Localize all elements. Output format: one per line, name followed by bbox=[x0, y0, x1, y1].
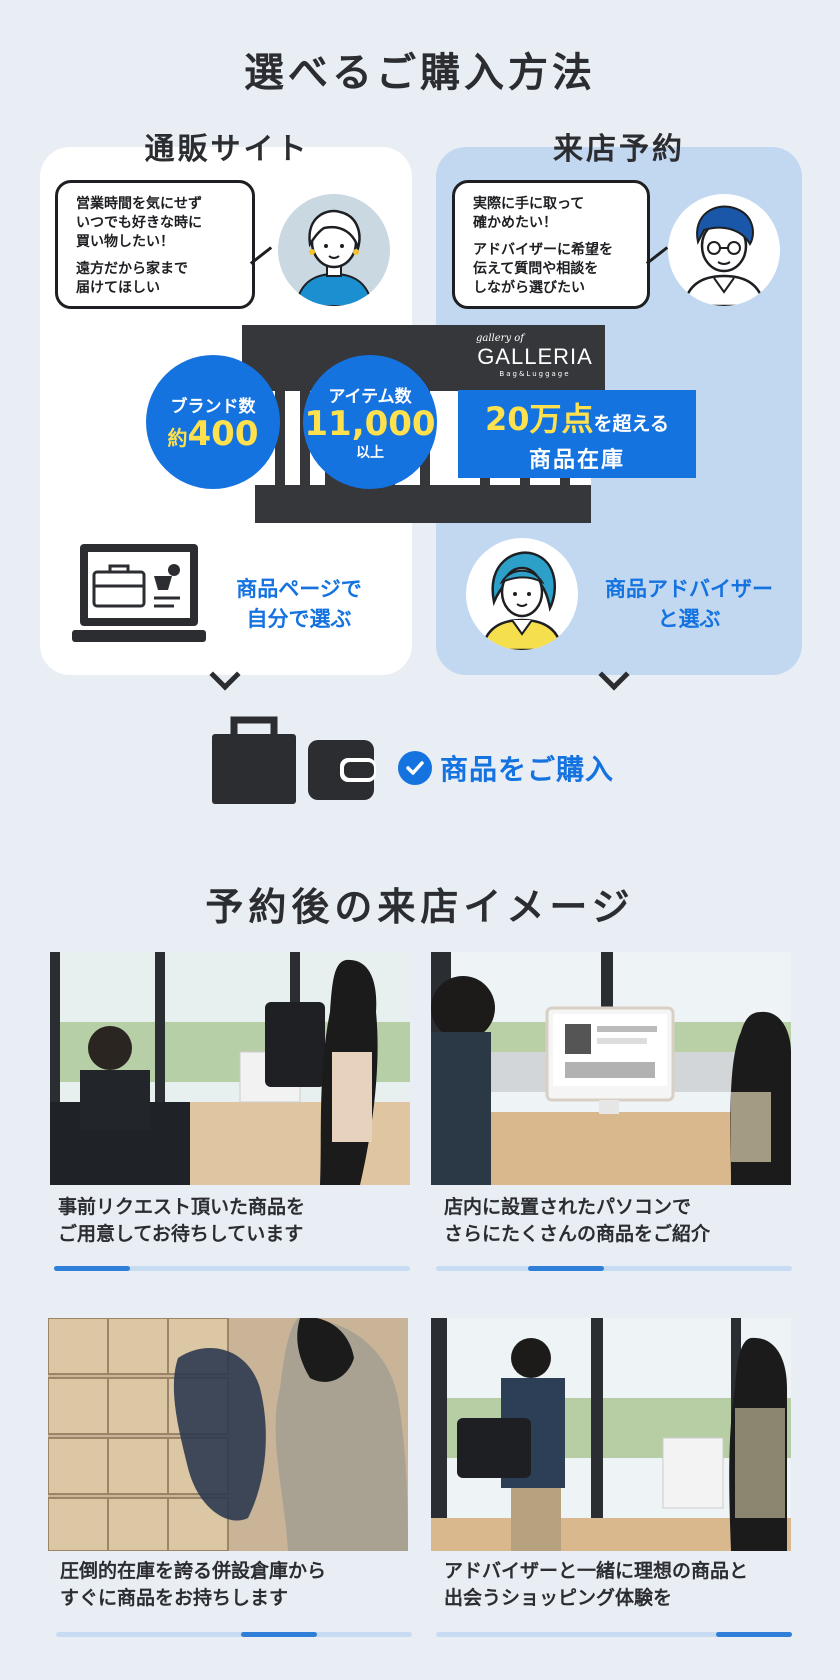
gallery-photo-2 bbox=[431, 952, 791, 1185]
advisor-illustration-icon bbox=[480, 551, 564, 650]
galleria-logo: gallery of GALLERIA Bag&Luggage bbox=[470, 333, 600, 378]
gallery-caption-3: 圧倒的在庫を誇る併設倉庫から すぐに商品をお持ちします bbox=[60, 1560, 327, 1609]
gallery-progress-4 bbox=[436, 1632, 792, 1637]
stock-suffix: を超える bbox=[593, 413, 669, 435]
advisor-avatar bbox=[466, 538, 578, 650]
gallery-progress-fill-3 bbox=[240, 1632, 317, 1637]
item-count-badge: アイテム数 11,000 以上 bbox=[303, 355, 437, 489]
stock-badge: 20万点を超える 商品在庫 bbox=[458, 390, 696, 478]
gallery-caption-1: 事前リクエスト頂いた商品を ご用意してお待ちしています bbox=[58, 1196, 306, 1245]
gallery-progress-2 bbox=[436, 1266, 792, 1271]
gallery-photo-3 bbox=[48, 1318, 408, 1551]
purchase-label: 商品をご購入 bbox=[398, 748, 614, 788]
logo-small-text: gallery of bbox=[476, 333, 525, 344]
store-roof bbox=[242, 325, 605, 391]
store-bubble-text-1: 実際に手に取って 確かめたい！ bbox=[473, 196, 585, 231]
gallery-progress-1 bbox=[54, 1266, 410, 1271]
customer-man-avatar bbox=[668, 194, 780, 306]
stock-label: 商品在庫 bbox=[528, 448, 625, 473]
gallery-progress-fill-2 bbox=[528, 1266, 605, 1271]
wallet-icon bbox=[308, 740, 376, 800]
page-title: 選べるご購入方法 bbox=[244, 50, 596, 96]
customer-woman-avatar bbox=[278, 194, 390, 306]
purchase-text: 商品をご購入 bbox=[440, 753, 615, 786]
gallery-progress-fill-4 bbox=[716, 1632, 792, 1637]
store-base bbox=[255, 485, 591, 523]
item-count-value: 11,000 bbox=[304, 403, 436, 444]
man-illustration-icon bbox=[682, 205, 766, 306]
store-method-text: 商品アドバイザー と選ぶ bbox=[605, 577, 773, 632]
gallery-photo-1 bbox=[50, 952, 410, 1185]
check-circle-icon bbox=[398, 751, 432, 785]
brand-count-prefix: 約 bbox=[167, 425, 188, 450]
online-shop-title: 通販サイト bbox=[144, 132, 310, 167]
logo-sub-text: Bag&Luggage bbox=[499, 370, 571, 378]
online-method-text: 商品ページで 自分で選ぶ bbox=[236, 577, 362, 632]
store-speech-bubble: 実際に手に取って 確かめたい！ アドバイザーに希望を 伝えて質問や相談を しなが… bbox=[452, 180, 650, 309]
brand-count-badge: ブランド数 約400 bbox=[146, 355, 280, 489]
gallery-progress-fill-1 bbox=[54, 1266, 130, 1271]
gallery-caption-4: アドバイザーと一緒に理想の商品と 出会うショッピング体験を bbox=[444, 1560, 749, 1609]
gallery-photo-4 bbox=[431, 1318, 791, 1551]
laptop-icon bbox=[72, 544, 206, 642]
gallery-caption-2: 店内に設置されたパソコンで さらにたくさんの商品をご紹介 bbox=[444, 1196, 711, 1245]
logo-main-text: GALLERIA bbox=[477, 344, 593, 369]
shopping-bag-icon bbox=[212, 716, 296, 804]
online-shop-bubble-text-1: 営業時間を気にせず いつでも好きな時に 買い物したい！ bbox=[76, 196, 202, 250]
item-count-suffix: 以上 bbox=[356, 445, 384, 462]
stock-number: 20万点 bbox=[485, 400, 594, 438]
online-shop-speech-bubble: 営業時間を気にせず いつでも好きな時に 買い物したい！ 遠方だから家まで 届けて… bbox=[55, 180, 255, 309]
gallery-progress-3 bbox=[56, 1632, 412, 1637]
brand-count-label: ブランド数 bbox=[170, 396, 256, 417]
woman-illustration-icon bbox=[294, 209, 374, 306]
store-reservation-title: 来店予約 bbox=[553, 132, 685, 167]
item-count-label: アイテム数 bbox=[328, 386, 412, 407]
visit-image-title: 予約後の来店イメージ bbox=[205, 885, 635, 929]
online-shop-bubble-text-2: 遠方だから家まで 届けてほしい bbox=[76, 260, 188, 296]
store-pillar bbox=[275, 391, 285, 485]
brand-count-value: 400 bbox=[187, 413, 259, 454]
store-bubble-text-2: アドバイザーに希望を 伝えて質問や相談を しながら選びたい bbox=[473, 241, 613, 296]
